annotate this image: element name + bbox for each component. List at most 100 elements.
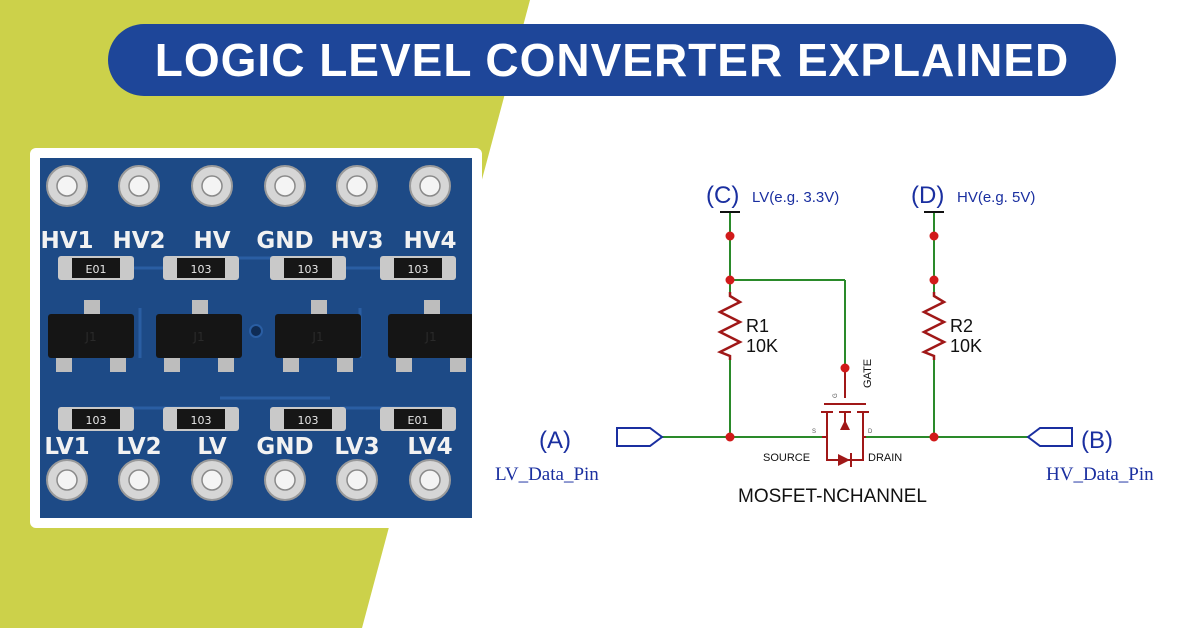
top-pin-label: GND — [256, 228, 313, 254]
resistor-marking: 103 — [408, 263, 429, 276]
r2-value: 10K — [950, 336, 982, 356]
r1-value: 10K — [746, 336, 778, 356]
mosfet-marking: J1 — [311, 330, 323, 344]
port-a-name: LV_Data_Pin — [495, 464, 599, 485]
bottom-pin-label: GND — [256, 434, 313, 460]
mosfet-marking: J1 — [84, 330, 96, 344]
mosfet-pin — [311, 300, 327, 316]
pin-hole — [274, 469, 296, 491]
mosfet-pin — [218, 356, 234, 372]
mosfet-pin — [110, 356, 126, 372]
bottom-pin-labels: LV1 LV2 LV GND LV3 LV4 — [44, 434, 452, 460]
mosfet-pin — [337, 356, 353, 372]
resistor-body — [72, 409, 120, 429]
pin-hole — [419, 469, 441, 491]
pin-hole — [274, 175, 296, 197]
resistor-r2 — [920, 292, 947, 360]
mosfet-body — [156, 314, 242, 358]
port-d-label: (D) — [911, 182, 944, 209]
top-resistors — [58, 256, 456, 280]
pin-hole — [56, 175, 78, 197]
bottom-pin-label: LV3 — [334, 434, 379, 460]
port-d-voltage: HV(e.g. 5V) — [957, 189, 1035, 206]
resistor-marking: 103 — [298, 414, 319, 427]
port-c-label: (C) — [706, 182, 739, 209]
port-b-label: (B) — [1081, 427, 1113, 454]
resistor-body — [284, 258, 332, 278]
resistor-marking: E01 — [408, 414, 429, 427]
top-pin-labels: HV1 HV2 HV GND HV3 HV4 — [40, 228, 456, 254]
bottom-pin-label: LV — [197, 434, 226, 460]
mosfet-marking: J1 — [192, 330, 204, 344]
level-converter-board: HV1 HV2 HV GND HV3 HV4 LV1 LV2 LV GND LV… — [40, 158, 472, 518]
node — [725, 432, 735, 442]
resistor-body — [394, 258, 442, 278]
resistor-body — [394, 409, 442, 429]
node — [929, 432, 939, 442]
mosfet-body — [48, 314, 134, 358]
mosfet-pin — [283, 356, 299, 372]
resistor-body — [177, 409, 225, 429]
pin-hole — [201, 175, 223, 197]
gate-label: GATE — [862, 359, 874, 388]
top-pin-label: HV2 — [112, 228, 165, 254]
pin-hole — [128, 469, 150, 491]
via-hole — [249, 324, 263, 338]
port-c-voltage: LV(e.g. 3.3V) — [752, 189, 839, 206]
mosfet-drain-lead — [862, 412, 866, 438]
port-b-name: HV_Data_Pin — [1046, 464, 1154, 485]
mosfet-diode-leads — [826, 437, 864, 461]
source-label: SOURCE — [763, 452, 810, 464]
port-b-connector-icon — [1026, 427, 1073, 447]
mosfet-pin — [192, 300, 208, 316]
top-pin-label: HV1 — [40, 228, 93, 254]
port-a-connector-icon — [616, 427, 664, 447]
wires — [662, 212, 1028, 438]
node — [840, 363, 850, 373]
r1-name: R1 — [746, 316, 769, 336]
mosfet-source-lead — [822, 412, 828, 438]
pin-hole — [346, 175, 368, 197]
pin-hole — [201, 469, 223, 491]
bottom-resistors — [58, 407, 456, 431]
resistor-body — [284, 409, 332, 429]
node — [929, 275, 939, 285]
mosfet-packages — [48, 300, 472, 372]
resistor-marking: 103 — [191, 263, 212, 276]
mosfet-label: MOSFET-NCHANNEL — [738, 486, 927, 507]
bottom-pin-label: LV1 — [44, 434, 89, 460]
mosfet-body — [275, 314, 361, 358]
node — [929, 231, 939, 241]
mosfet-arrow-icon — [840, 420, 850, 430]
mosfet-g-pin: G — [833, 393, 839, 398]
bottom-pin-holes — [46, 459, 451, 501]
resistor-body — [72, 258, 120, 278]
mosfet-pin — [396, 356, 412, 372]
page-title: LOGIC LEVEL CONVERTER EXPLAINED — [154, 34, 1070, 86]
node — [725, 231, 735, 241]
resistor-marking: 103 — [298, 263, 319, 276]
top-resistor-markings: E01 103 103 103 — [86, 263, 429, 276]
bottom-resistor-markings: 103 103 103 E01 — [86, 414, 429, 427]
mosfet-pin — [56, 356, 72, 372]
r2-name: R2 — [950, 316, 973, 336]
bottom-pin-label: LV2 — [116, 434, 161, 460]
resistor-marking: E01 — [86, 263, 107, 276]
mosfet-pin — [164, 356, 180, 372]
mosfet-s-pin: S — [812, 429, 816, 435]
top-pin-label: HV4 — [403, 228, 456, 254]
node — [725, 275, 735, 285]
top-pin-label: HV3 — [330, 228, 383, 254]
bottom-pin-label: LV4 — [407, 434, 452, 460]
mosfet-pin — [424, 300, 440, 316]
mosfet-markings: J1 J1 J1 J1 — [84, 330, 436, 344]
drain-label: DRAIN — [868, 452, 902, 464]
resistor-r1 — [716, 292, 743, 360]
resistor-marking: 103 — [191, 414, 212, 427]
pin-hole — [419, 175, 441, 197]
top-pin-holes — [46, 165, 451, 207]
pin-hole — [128, 175, 150, 197]
mosfet-pin — [450, 356, 466, 372]
port-a-label: (A) — [539, 427, 571, 454]
pin-hole — [346, 469, 368, 491]
